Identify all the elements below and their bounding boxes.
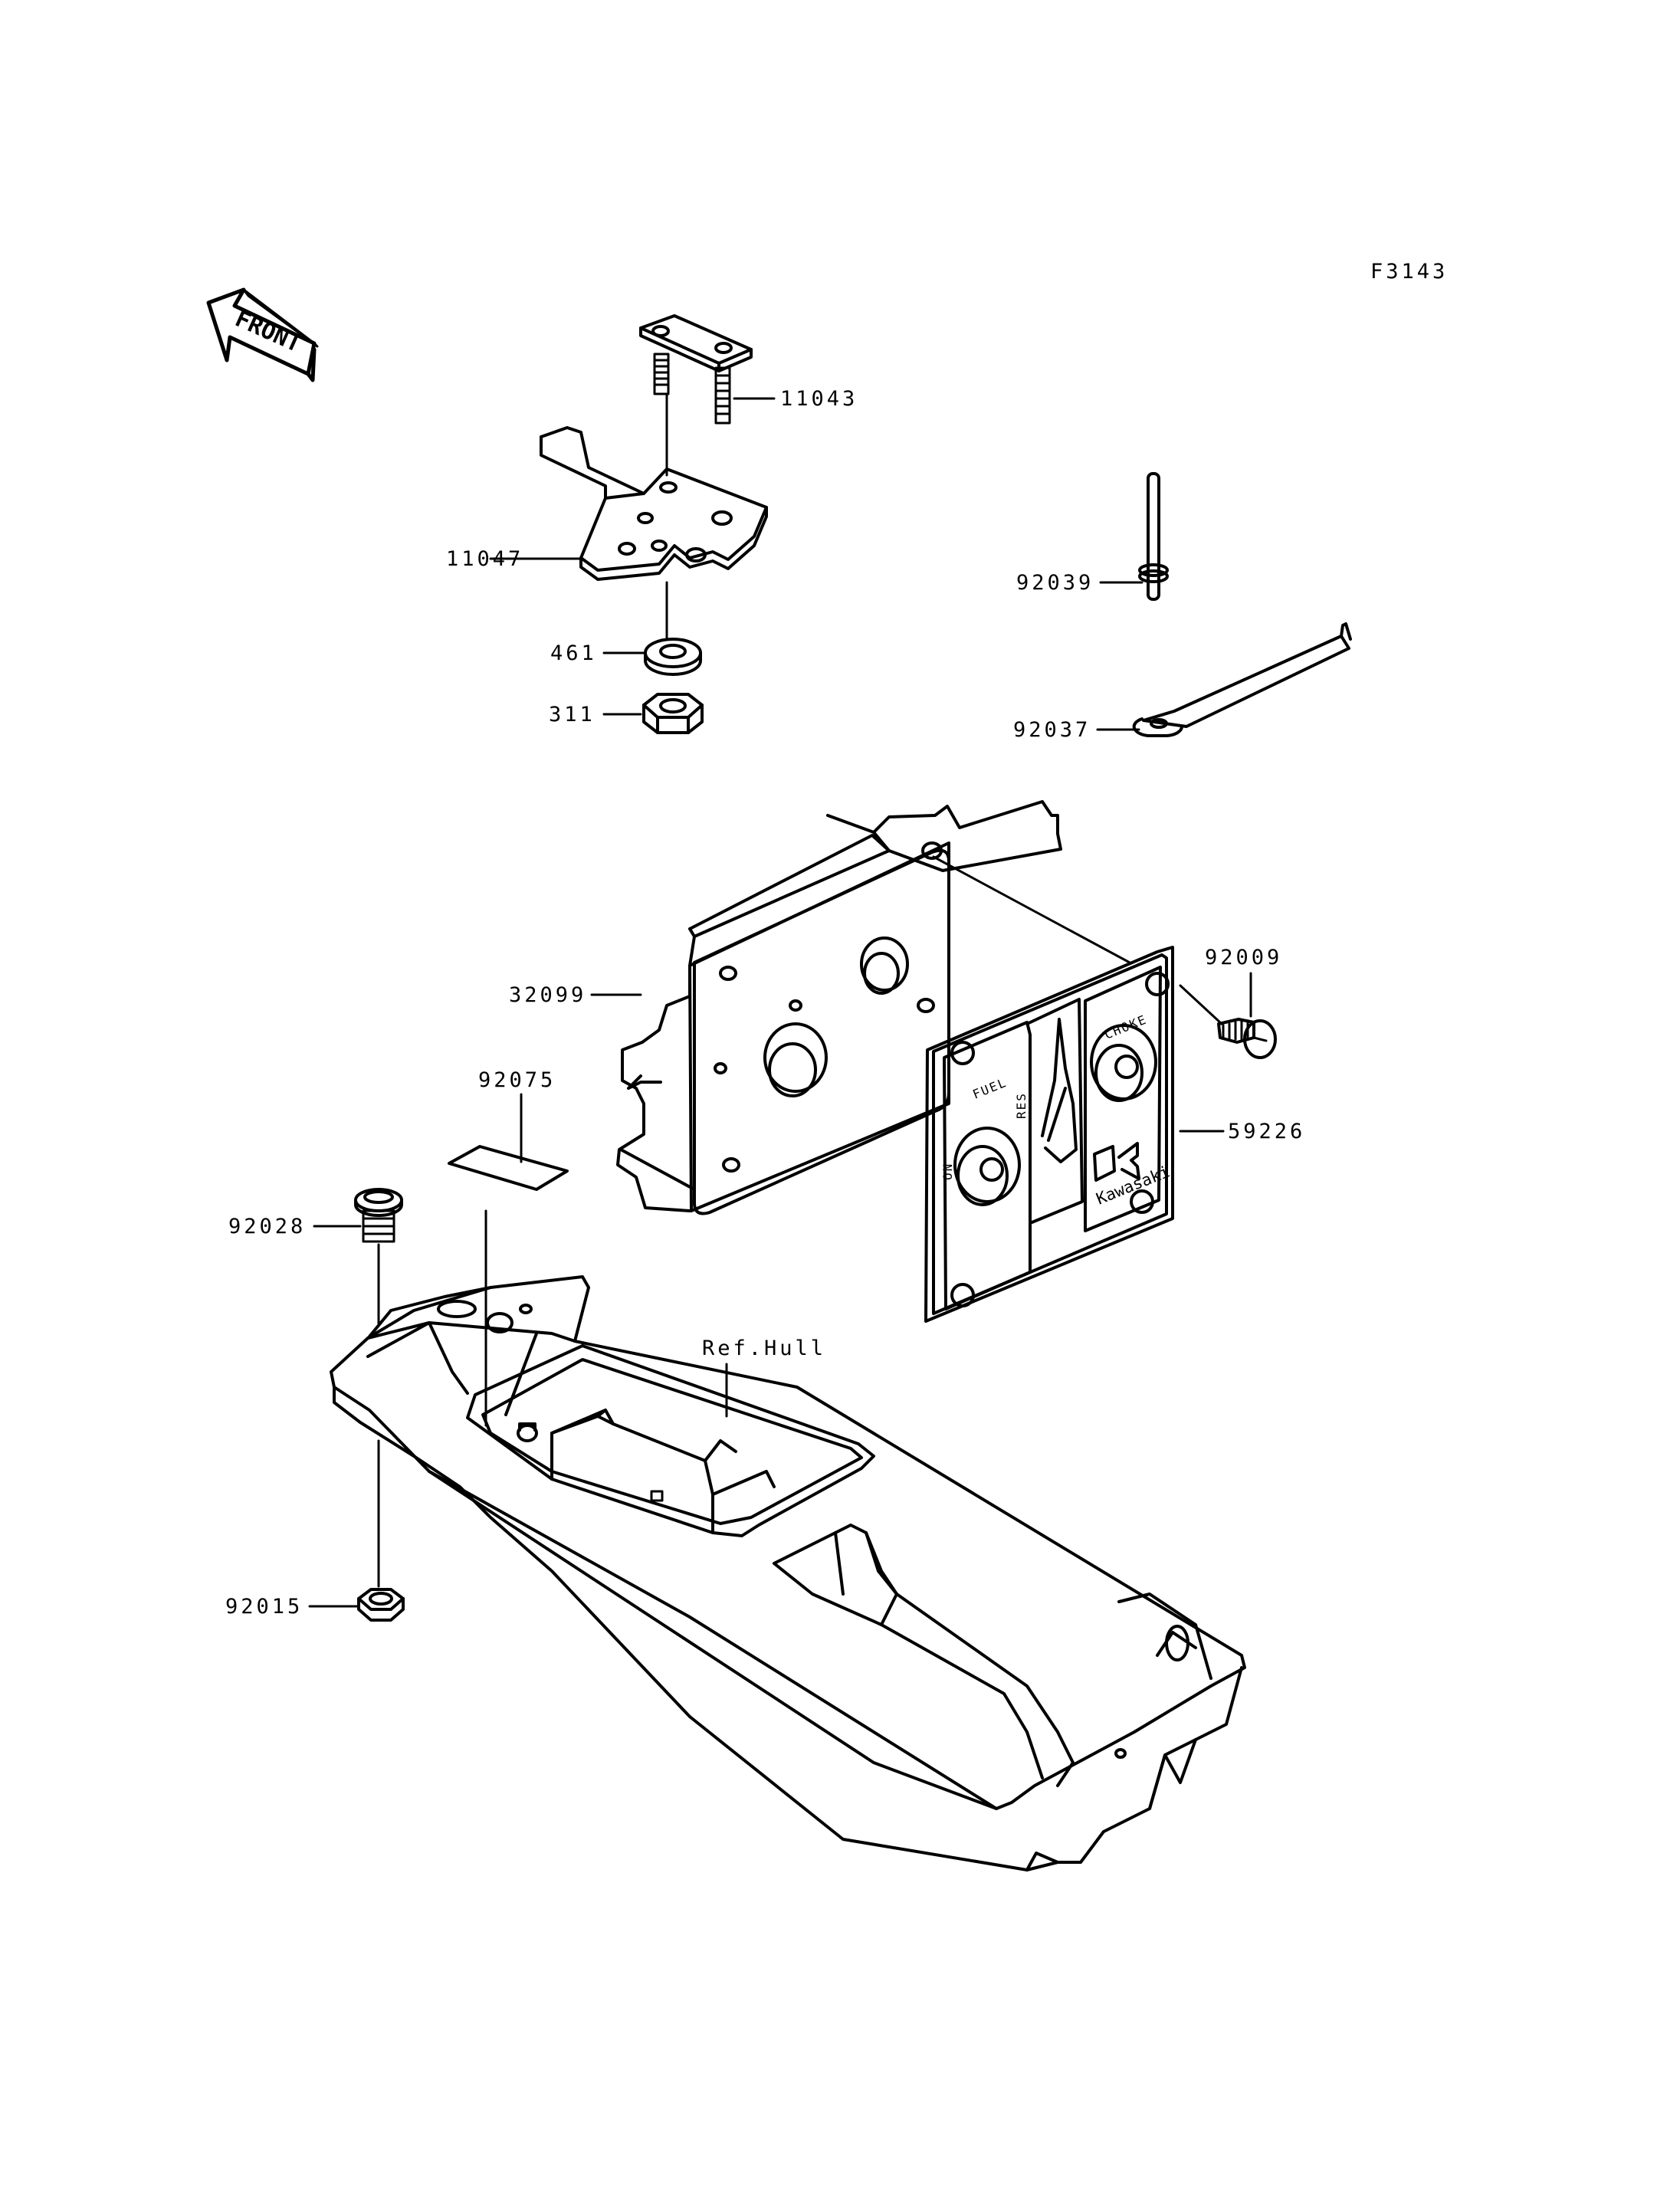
callout-11043: 11043 [780,387,858,411]
leader-92009-axis [1179,984,1223,1025]
hull-reference [330,1275,1246,1871]
part-92075-label [448,1145,569,1191]
fuel-label: FUEL [970,1075,1009,1102]
callout-92037: 92037 [1013,718,1091,742]
choke-label: CHOKE [1102,1012,1149,1041]
res-label: RES [1014,1092,1029,1119]
callout-92015: 92015 [225,1595,303,1619]
front-arrow-label: FRONT [231,305,306,358]
front-arrow-icon: FRONT [206,287,319,382]
part-59226-switch-panel: FUEL ON RES CHOKE Kawasaki [924,946,1174,1323]
callout-11047: 11047 [446,547,523,571]
on-label: ON [940,1163,955,1180]
brand-label: Kawasaki [1094,1162,1173,1208]
part-92009-screw [1217,1018,1277,1059]
part-92015-nut [357,1588,405,1622]
callout-311: 311 [549,703,596,727]
part-11047-bracket [540,426,768,581]
callout-461: 461 [550,641,597,665]
part-92028-plug [354,1188,403,1243]
part-11043-stud-plate [639,314,753,477]
part-311-nut [642,693,704,734]
callout-92039: 92039 [1016,571,1094,595]
callout-32099: 32099 [509,983,586,1007]
part-461-lock-washer [644,638,702,676]
part-92039-pin [1138,472,1169,601]
alignment-line [932,855,1131,964]
callout-92075: 92075 [478,1068,556,1092]
part-92037-strap [1132,622,1352,737]
callout-92009: 92009 [1205,946,1282,969]
callout-92028: 92028 [228,1215,306,1238]
callout-59226: 59226 [1228,1120,1305,1143]
figure-id: F3143 [1370,260,1448,284]
callout-ref-hull: Ref.Hull [702,1337,826,1360]
